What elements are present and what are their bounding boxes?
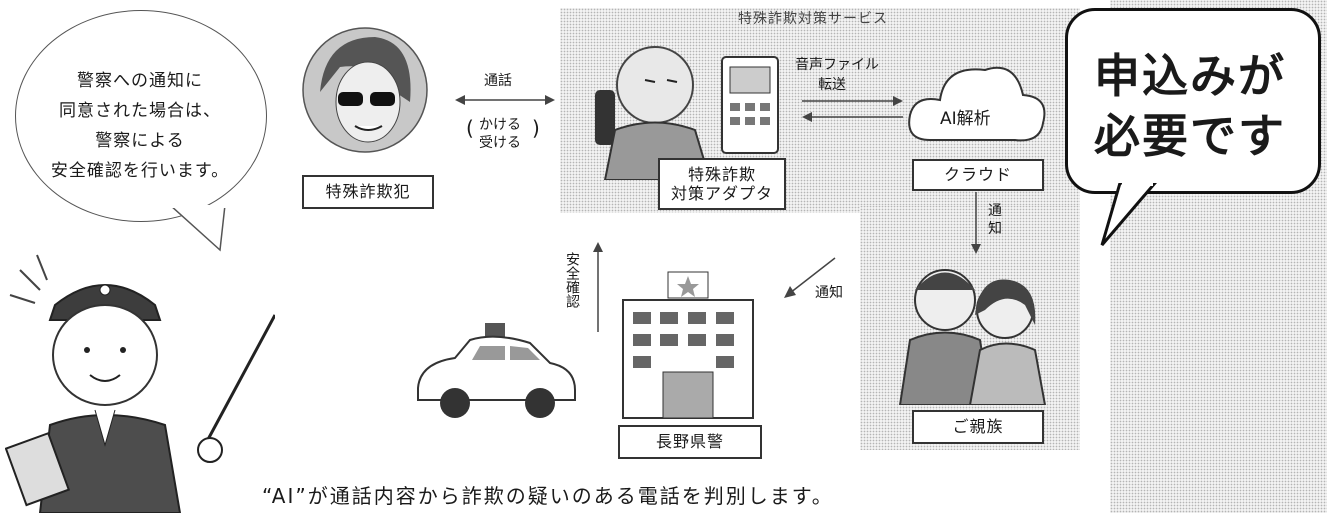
callout-line: 必要です bbox=[1094, 109, 1286, 163]
criminal-illustration bbox=[302, 27, 428, 153]
safety-label: 安全確認 bbox=[564, 252, 580, 308]
call-arrow bbox=[455, 95, 555, 105]
callout-tail bbox=[1100, 183, 1157, 246]
family-illustration bbox=[898, 269, 1047, 405]
safety-up-arrow bbox=[593, 242, 603, 332]
transfer-label-line: 転送 bbox=[818, 77, 846, 93]
notify-diagonal-label: 通知 bbox=[815, 285, 843, 301]
bubble-line: 安全確認を行います。 bbox=[50, 161, 230, 181]
service-area-family bbox=[860, 205, 1080, 450]
cloud-inner-label: AI解析 bbox=[940, 109, 991, 129]
bubble-line: 警察への通知に bbox=[77, 71, 203, 91]
label-adapter: 特殊詐欺 対策アダプタ bbox=[658, 158, 786, 210]
label-police: 長野県警 bbox=[618, 425, 762, 459]
paren-left-icon: ( bbox=[466, 116, 474, 140]
police-officer-illustration bbox=[5, 254, 275, 513]
label-family: ご親族 bbox=[912, 410, 1044, 444]
application-callout bbox=[1065, 8, 1321, 194]
bubble-line: 同意された場合は、 bbox=[59, 101, 221, 121]
label-adapter-line: 特殊詐欺 bbox=[687, 164, 756, 184]
transfer-label-line: 音声ファイル bbox=[795, 57, 879, 73]
label-adapter-line: 対策アダプタ bbox=[670, 184, 773, 203]
service-title: 特殊詐欺対策サービス bbox=[738, 11, 888, 27]
notify-down-label: 通 bbox=[988, 203, 1002, 219]
call-detail-line: 受ける bbox=[479, 135, 521, 151]
transfer-arrows bbox=[802, 96, 903, 122]
police-station-illustration bbox=[622, 271, 754, 419]
notify-down-arrow bbox=[971, 192, 981, 254]
bubble-line: 警察による bbox=[95, 131, 185, 151]
call-label: 通話 bbox=[484, 73, 512, 89]
police-car-illustration bbox=[417, 323, 576, 418]
callout-line: 申込みが bbox=[1094, 49, 1286, 103]
label-cloud: クラウド bbox=[912, 159, 1044, 191]
notify-down-label: 知 bbox=[988, 221, 1002, 237]
officer-speech-bubble bbox=[15, 10, 267, 222]
call-detail-line: かける bbox=[479, 117, 521, 133]
bubble-tail bbox=[168, 205, 228, 252]
caption: “AI”が通話内容から詐欺の疑いのある電話を判別します。 bbox=[262, 484, 834, 508]
label-criminal: 特殊詐欺犯 bbox=[302, 175, 434, 209]
cloud-icon bbox=[908, 66, 1046, 142]
notify-diagonal-arrow bbox=[784, 257, 836, 298]
paren-right-icon: ) bbox=[532, 116, 540, 140]
adapter-device-illustration bbox=[721, 56, 779, 154]
